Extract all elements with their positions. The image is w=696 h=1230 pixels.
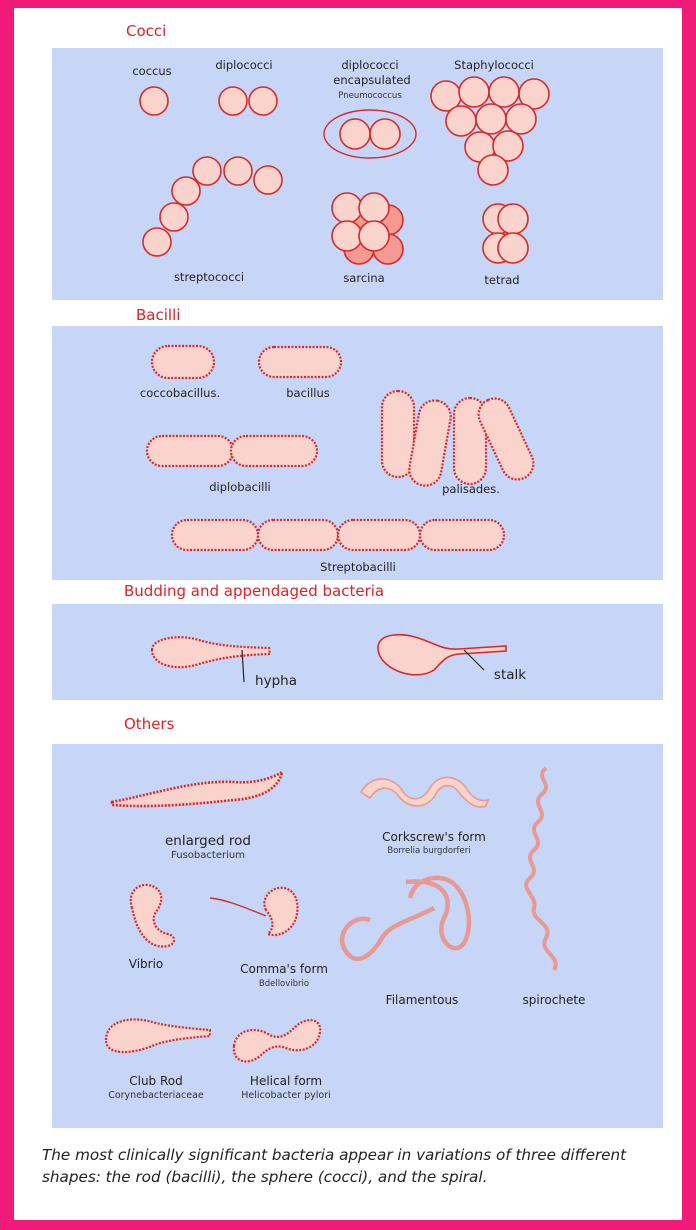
label-corkscrew: Corkscrew's form: [382, 830, 486, 844]
label-encapsulated-1: diplococci: [341, 58, 398, 72]
label-corynebacteriaceae: Corynebacteriaceae: [108, 1090, 204, 1101]
label-palisades: palisades.: [442, 482, 500, 496]
label-filamentous: Filamentous: [386, 993, 459, 1007]
coccus-shape: [140, 87, 168, 115]
sarcina-cube: [332, 193, 403, 264]
palisade-1: [382, 391, 414, 477]
label-spirochete: spirochete: [523, 993, 586, 1007]
label-fusobacterium: Fusobacterium: [171, 850, 245, 861]
label-comma: Comma's form: [240, 962, 328, 976]
hypha-cell: [152, 637, 270, 667]
bacteria-illustrations: [14, 8, 682, 1220]
club-rod-shape: [106, 1019, 210, 1052]
label-helicobacter: Helicobacter pylori: [241, 1090, 331, 1101]
label-tetrad: tetrad: [484, 273, 519, 287]
label-vibrio: Vibrio: [129, 957, 164, 971]
label-bacillus: bacillus: [286, 386, 330, 400]
label-pneumococcus: Pneumococcus: [338, 91, 402, 101]
stalk-cell: [378, 635, 506, 675]
label-streptococci: streptococci: [174, 270, 244, 284]
diplococcus-right: [249, 87, 277, 115]
diplobacillus-left: [147, 436, 233, 466]
label-diplococci: diplococci: [215, 58, 272, 72]
label-bdellovibrio: Bdellovibrio: [259, 979, 309, 989]
corkscrew-shape: [361, 777, 488, 806]
figure-caption: The most clinically significant bacteria…: [42, 1144, 662, 1188]
streptobacillus-2: [258, 520, 338, 550]
coccobacillus-shape: [152, 346, 214, 378]
label-encapsulated-2: encapsulated: [333, 73, 410, 87]
label-streptobacilli: Streptobacilli: [320, 560, 396, 574]
label-borrelia: Borrelia burgdorferi: [387, 846, 470, 856]
streptobacillus-3: [338, 520, 420, 550]
diplococcus-left: [219, 87, 247, 115]
label-sarcina: sarcina: [343, 271, 384, 285]
label-diplobacilli: diplobacilli: [209, 480, 270, 494]
helical-shape: [234, 1020, 320, 1061]
staphylococci-cluster: [431, 77, 549, 185]
filamentous-shape: [342, 878, 469, 959]
vibrio-shape: [131, 885, 174, 947]
streptococci-chain: [143, 157, 282, 256]
label-coccobacillus: coccobacillus.: [140, 386, 220, 400]
figure-card: Cocci Bacilli Budding and appendaged bac…: [14, 8, 682, 1220]
label-stalk: stalk: [494, 667, 526, 683]
label-club-rod: Club Rod: [129, 1074, 183, 1088]
spirochete-shape: [526, 768, 556, 970]
label-helical: Helical form: [250, 1074, 322, 1088]
tetrad-group: [483, 204, 528, 263]
label-staphylococci: Staphylococci: [454, 58, 534, 72]
streptobacillus-1: [172, 520, 258, 550]
enlarged-rod-shape: [112, 772, 282, 806]
diplobacillus-right: [231, 436, 317, 466]
label-enlarged-rod: enlarged rod: [165, 833, 251, 849]
streptobacillus-4: [420, 520, 504, 550]
comma-tail: [210, 898, 266, 916]
label-hypha: hypha: [255, 673, 297, 689]
bacillus-shape: [259, 347, 341, 377]
comma-shape: [264, 888, 297, 935]
label-coccus: coccus: [132, 64, 171, 78]
